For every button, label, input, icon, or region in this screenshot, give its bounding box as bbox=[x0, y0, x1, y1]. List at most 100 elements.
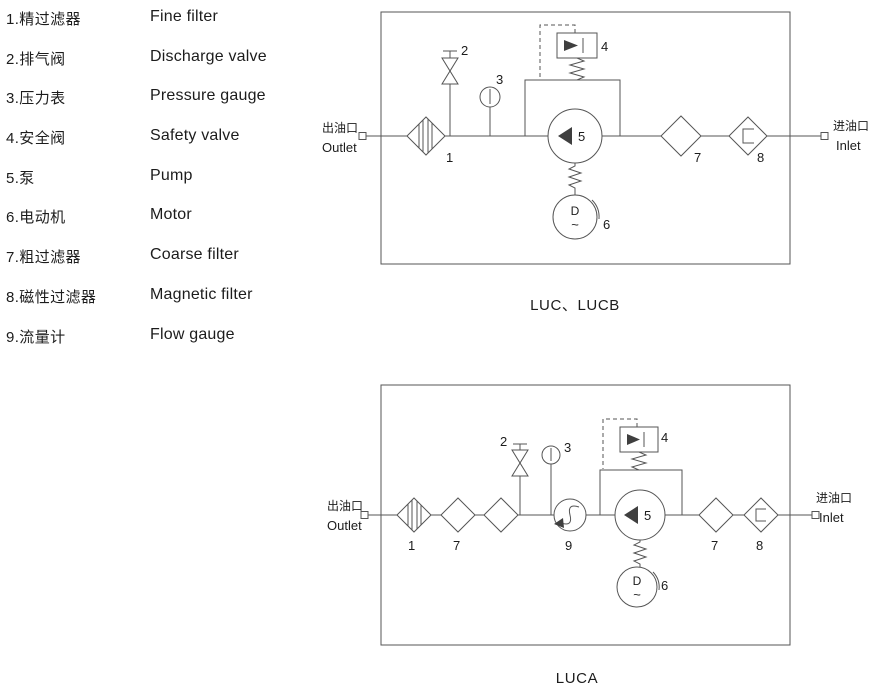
safety-valve-number: 4 bbox=[661, 430, 668, 445]
flow-gauge-symbol: 9 bbox=[553, 498, 587, 553]
legend-item-en: Coarse filter bbox=[150, 246, 239, 264]
motor-number: 6 bbox=[661, 578, 668, 593]
pump-direction-icon bbox=[624, 506, 638, 524]
motor-symbol: D ~ 6 bbox=[552, 163, 610, 240]
fine-filter-number: 1 bbox=[408, 538, 415, 553]
valve-arrow-icon bbox=[627, 434, 640, 445]
coarse-filter-number: 7 bbox=[694, 150, 701, 165]
inlet-label-zh: 进油口 bbox=[833, 119, 869, 133]
coupling-icon bbox=[567, 163, 583, 195]
pump-symbol: 5 bbox=[614, 489, 666, 541]
legend-item-en: Safety valve bbox=[150, 127, 240, 145]
legend-item-en: Magnetic filter bbox=[150, 285, 253, 303]
rotation-arc-icon bbox=[652, 571, 660, 591]
filter-left-symbol: 7 bbox=[440, 497, 476, 553]
pressure-gauge-symbol: 3 bbox=[541, 440, 571, 515]
legend-item-en: Flow gauge bbox=[150, 325, 235, 343]
legend-item: 1.精过滤器 Fine filter bbox=[6, 8, 267, 48]
fine-filter-symbol: 1 bbox=[406, 116, 453, 165]
pressure-gauge-symbol: 3 bbox=[479, 72, 503, 136]
outlet-label-zh: 出油口 bbox=[327, 499, 363, 513]
outlet-port: 出油口 Outlet bbox=[327, 499, 369, 533]
diagram-title-luca: LUCA bbox=[556, 670, 598, 687]
coarse-filter-number: 7 bbox=[711, 538, 718, 553]
safety-valve-symbol: 4 bbox=[599, 418, 683, 515]
coupling-icon bbox=[632, 540, 648, 567]
legend-item-zh: 9.流量计 bbox=[6, 328, 66, 346]
motor-symbol: D ~ 6 bbox=[616, 540, 668, 608]
legend-item-zh: 7.粗过滤器 bbox=[6, 249, 81, 267]
motor-number: 6 bbox=[603, 217, 610, 232]
filter-middle-symbol bbox=[483, 497, 519, 533]
magnet-icon bbox=[755, 508, 766, 522]
inlet-label-en: Inlet bbox=[836, 138, 861, 153]
pump-symbol: 5 bbox=[547, 108, 603, 164]
coarse-filter-symbol: 7 bbox=[660, 115, 702, 165]
legend-item: 7.粗过滤器 Coarse filter bbox=[6, 246, 267, 286]
pilot-line bbox=[602, 418, 638, 469]
pump-direction-icon bbox=[558, 127, 572, 145]
legend-item-zh: 4.安全阀 bbox=[6, 130, 66, 148]
discharge-valve-number: 2 bbox=[461, 43, 468, 58]
legend-item-en: Discharge valve bbox=[150, 47, 267, 65]
flow-curve-icon bbox=[560, 505, 580, 525]
pressure-gauge-number: 3 bbox=[564, 440, 571, 455]
legend-item-en: Pump bbox=[150, 166, 193, 184]
legend-item: 3.压力表 Pressure gauge bbox=[6, 87, 267, 127]
motor-wave: ~ bbox=[571, 217, 579, 232]
inlet-label-en: Inlet bbox=[819, 510, 844, 525]
legend-item: 4.安全阀 Safety valve bbox=[6, 127, 267, 167]
diagram-luc-lucb: 出油口 Outlet 进油口 Inlet 1 2 bbox=[322, 11, 869, 314]
pressure-gauge-number: 3 bbox=[496, 72, 503, 87]
magnetic-filter-symbol: 8 bbox=[728, 116, 768, 165]
coarse-filter-symbol: 7 bbox=[698, 497, 734, 553]
safety-valve-symbol: 4 bbox=[524, 24, 621, 136]
flow-gauge-number: 9 bbox=[565, 538, 572, 553]
magnetic-filter-symbol: 8 bbox=[743, 497, 779, 553]
discharge-valve-symbol: 2 bbox=[500, 434, 529, 515]
magnetic-filter-number: 8 bbox=[757, 150, 764, 165]
legend-item: 6.电动机 Motor bbox=[6, 206, 267, 246]
magnet-icon bbox=[742, 128, 754, 144]
outlet-port: 出油口 Outlet bbox=[322, 121, 367, 155]
pump-number: 5 bbox=[578, 129, 585, 144]
legend-item-zh: 8.磁性过滤器 bbox=[6, 288, 97, 306]
legend-item-zh: 2.排气阀 bbox=[6, 50, 66, 68]
port-square-icon bbox=[811, 511, 820, 519]
legend-item: 5.泵 Pump bbox=[6, 167, 267, 207]
fine-filter-number: 1 bbox=[446, 150, 453, 165]
pump-number: 5 bbox=[644, 508, 651, 523]
port-square-icon bbox=[360, 511, 369, 519]
motor-wave: ~ bbox=[633, 587, 641, 602]
legend-item-zh: 1.精过滤器 bbox=[6, 11, 81, 28]
diagram-luca: 出油口 Outlet 进油口 Inlet 1 7 bbox=[327, 384, 852, 687]
flow-arrow-icon bbox=[554, 518, 564, 528]
inlet-port: 进油口 Inlet bbox=[820, 119, 869, 153]
diagram-border bbox=[380, 11, 791, 265]
inlet-port: 进油口 Inlet bbox=[811, 491, 852, 525]
discharge-valve-symbol: 2 bbox=[441, 43, 468, 136]
legend-item-zh: 6.电动机 bbox=[6, 209, 66, 227]
discharge-valve-number: 2 bbox=[500, 434, 507, 449]
filter-left-number: 7 bbox=[453, 538, 460, 553]
valve-arrow-icon bbox=[564, 40, 578, 51]
legend-item-zh: 3.压力表 bbox=[6, 90, 66, 108]
port-square-icon bbox=[358, 132, 367, 140]
spring-icon bbox=[568, 57, 586, 81]
diagram-title-luc-lucb: LUC、LUCB bbox=[530, 297, 620, 314]
outlet-label-en: Outlet bbox=[327, 518, 362, 533]
legend-item-zh: 5.泵 bbox=[6, 169, 35, 187]
motor-letter: D bbox=[571, 204, 580, 218]
safety-valve-number: 4 bbox=[601, 39, 608, 54]
motor-letter: D bbox=[633, 574, 642, 588]
legend-item: 8.磁性过滤器 Magnetic filter bbox=[6, 286, 267, 326]
outlet-label-en: Outlet bbox=[322, 140, 357, 155]
legend-item-en: Motor bbox=[150, 206, 192, 224]
port-square-icon bbox=[820, 132, 829, 140]
outlet-label-zh: 出油口 bbox=[322, 121, 358, 135]
legend-item: 2.排气阀 Discharge valve bbox=[6, 48, 267, 88]
spring-icon bbox=[630, 451, 648, 471]
pilot-line bbox=[539, 24, 576, 79]
component-legend: 1.精过滤器 Fine filter 2.排气阀 Discharge valve… bbox=[6, 8, 267, 365]
